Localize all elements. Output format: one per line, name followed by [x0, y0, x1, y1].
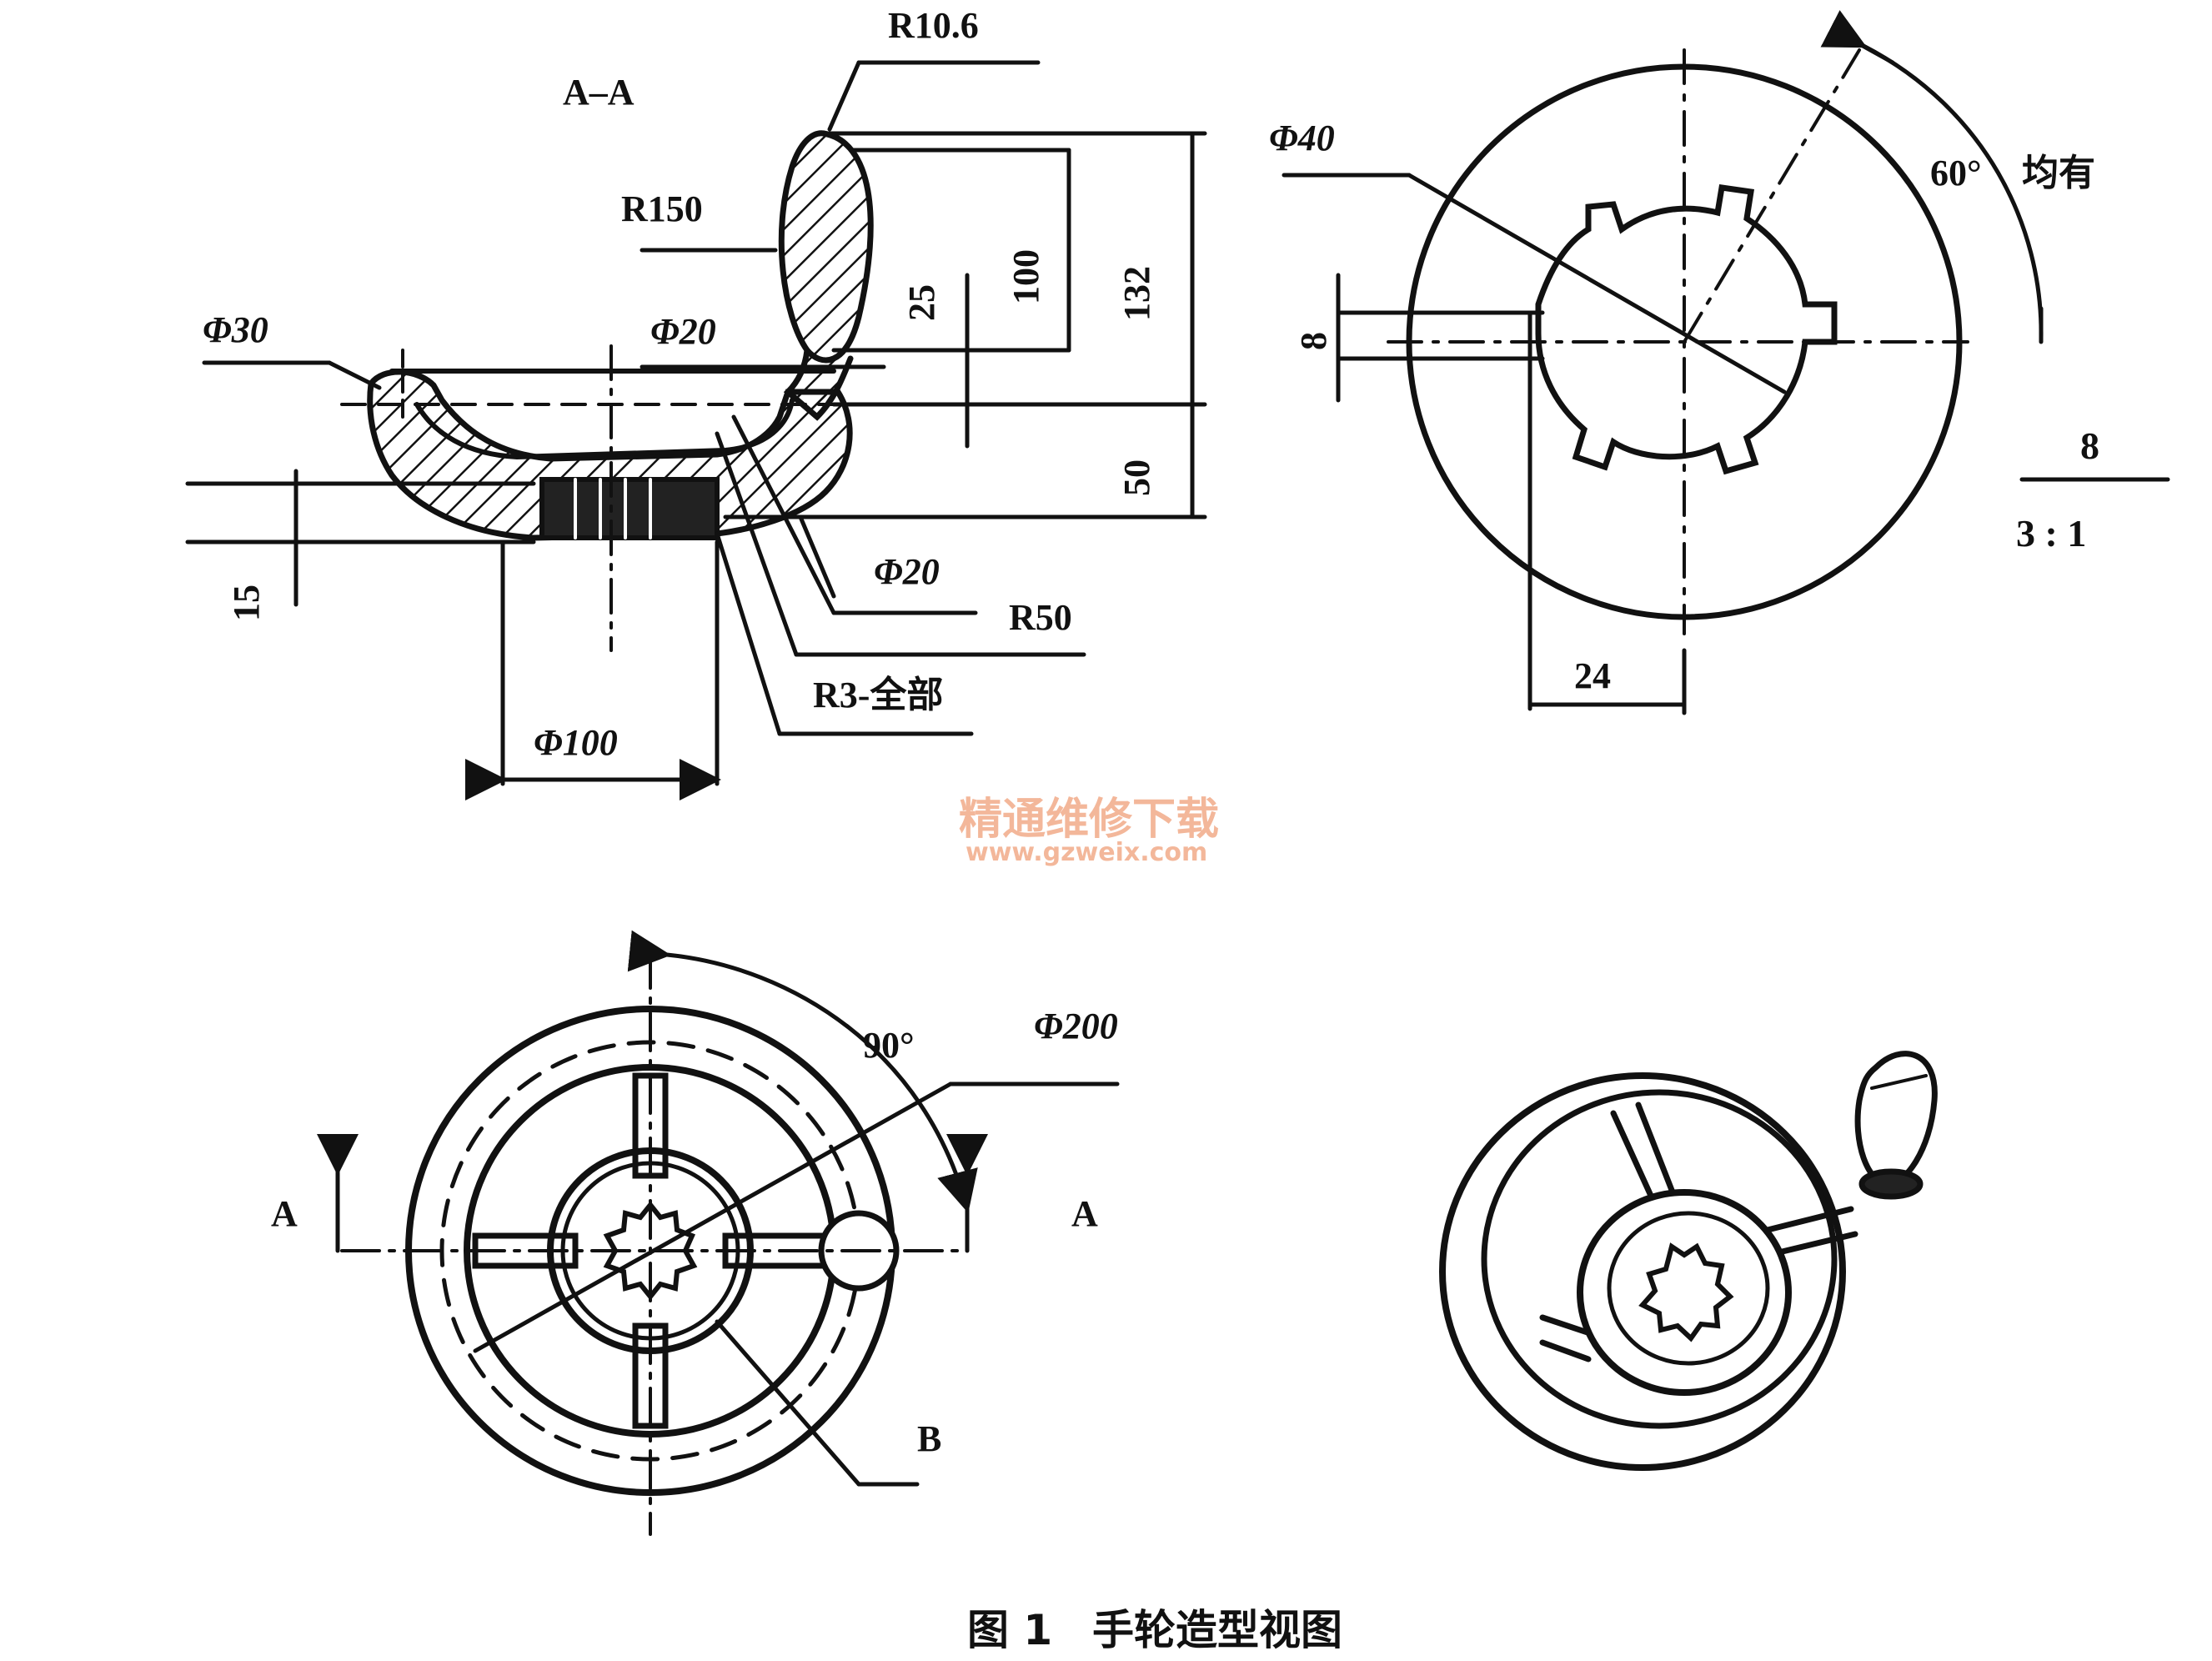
- dim-15: 15: [226, 585, 267, 621]
- wheel-body-section: [367, 369, 853, 541]
- isometric-view: [1439, 1051, 1938, 1471]
- detail-view: [1282, 10, 2170, 715]
- dim-90-deg: 90°: [863, 1025, 915, 1066]
- spline-hole: [1535, 184, 1838, 475]
- figure-caption: 图 1 手轮造型视图: [967, 1606, 1342, 1654]
- section-title: A–A: [563, 72, 635, 113]
- iso-spoke-top: [1610, 1101, 1679, 1208]
- section-view-labels: A–A R10.6 R150 Φ30 Φ20 Φ20 R50 R3-全部 Φ10…: [203, 5, 1157, 763]
- section-mark-a-left: A: [271, 1193, 298, 1234]
- watermark: 精通维修下载 www.gzweix.com: [959, 795, 1219, 867]
- section-mark-a-right: A: [1071, 1193, 1098, 1234]
- scale-numerator: 8: [2080, 424, 2099, 467]
- dim-60-deg: 60°: [1930, 153, 1982, 193]
- note-all: 均有: [2022, 152, 2095, 194]
- dim-r150: R150: [621, 188, 703, 229]
- front-view: [317, 930, 1120, 1536]
- dim-phi40: Φ40: [1269, 118, 1335, 158]
- detail-view-labels: Φ40 60° 均有 8 24 8 3 : 1: [1269, 118, 2099, 696]
- handle-knob-section: [778, 130, 874, 364]
- dim-phi200: Φ200: [1034, 1006, 1118, 1046]
- iso-rim-outer: [1439, 1072, 1846, 1471]
- dim-phi100: Φ100: [534, 722, 618, 763]
- front-view-labels: 90° Φ200 A A B: [271, 1006, 1118, 1459]
- dim-132: 132: [1116, 266, 1157, 321]
- dim-25: 25: [901, 284, 942, 321]
- iso-hub-inner: [1607, 1211, 1770, 1366]
- caption-figure-no: 图 1: [967, 1606, 1052, 1654]
- section-view-a-a: [185, 60, 1207, 800]
- dim-24: 24: [1574, 655, 1611, 696]
- iso-rim-inner: [1481, 1089, 1838, 1429]
- caption-title: 手轮造型视图: [1092, 1606, 1342, 1654]
- dim-r10-6: R10.6: [888, 5, 979, 46]
- rim-inner-line: [414, 398, 795, 460]
- hub-section: [539, 477, 720, 540]
- dim-phi30: Φ30: [203, 309, 268, 350]
- iso-handle-knob: [1854, 1051, 1938, 1187]
- dim-100: 100: [1006, 249, 1046, 304]
- iso-handle-base: [1858, 1168, 1924, 1200]
- dim-phi20-top: Φ20: [650, 311, 716, 352]
- dim-phi20-bottom: Φ20: [874, 551, 940, 592]
- dim-8: 8: [1293, 332, 1334, 350]
- watermark-cn: 精通维修下载: [959, 795, 1219, 845]
- dim-r50: R50: [1009, 597, 1072, 638]
- label-b: B: [917, 1418, 941, 1459]
- scale-ratio: 3 : 1: [2016, 512, 2086, 555]
- dim-50: 50: [1116, 459, 1157, 496]
- iso-hub-spline: [1638, 1242, 1734, 1342]
- watermark-url: www.gzweix.com: [966, 838, 1207, 867]
- dim-r3-all: R3-全部: [813, 674, 943, 715]
- iso-spoke-lower: [1539, 1314, 1596, 1362]
